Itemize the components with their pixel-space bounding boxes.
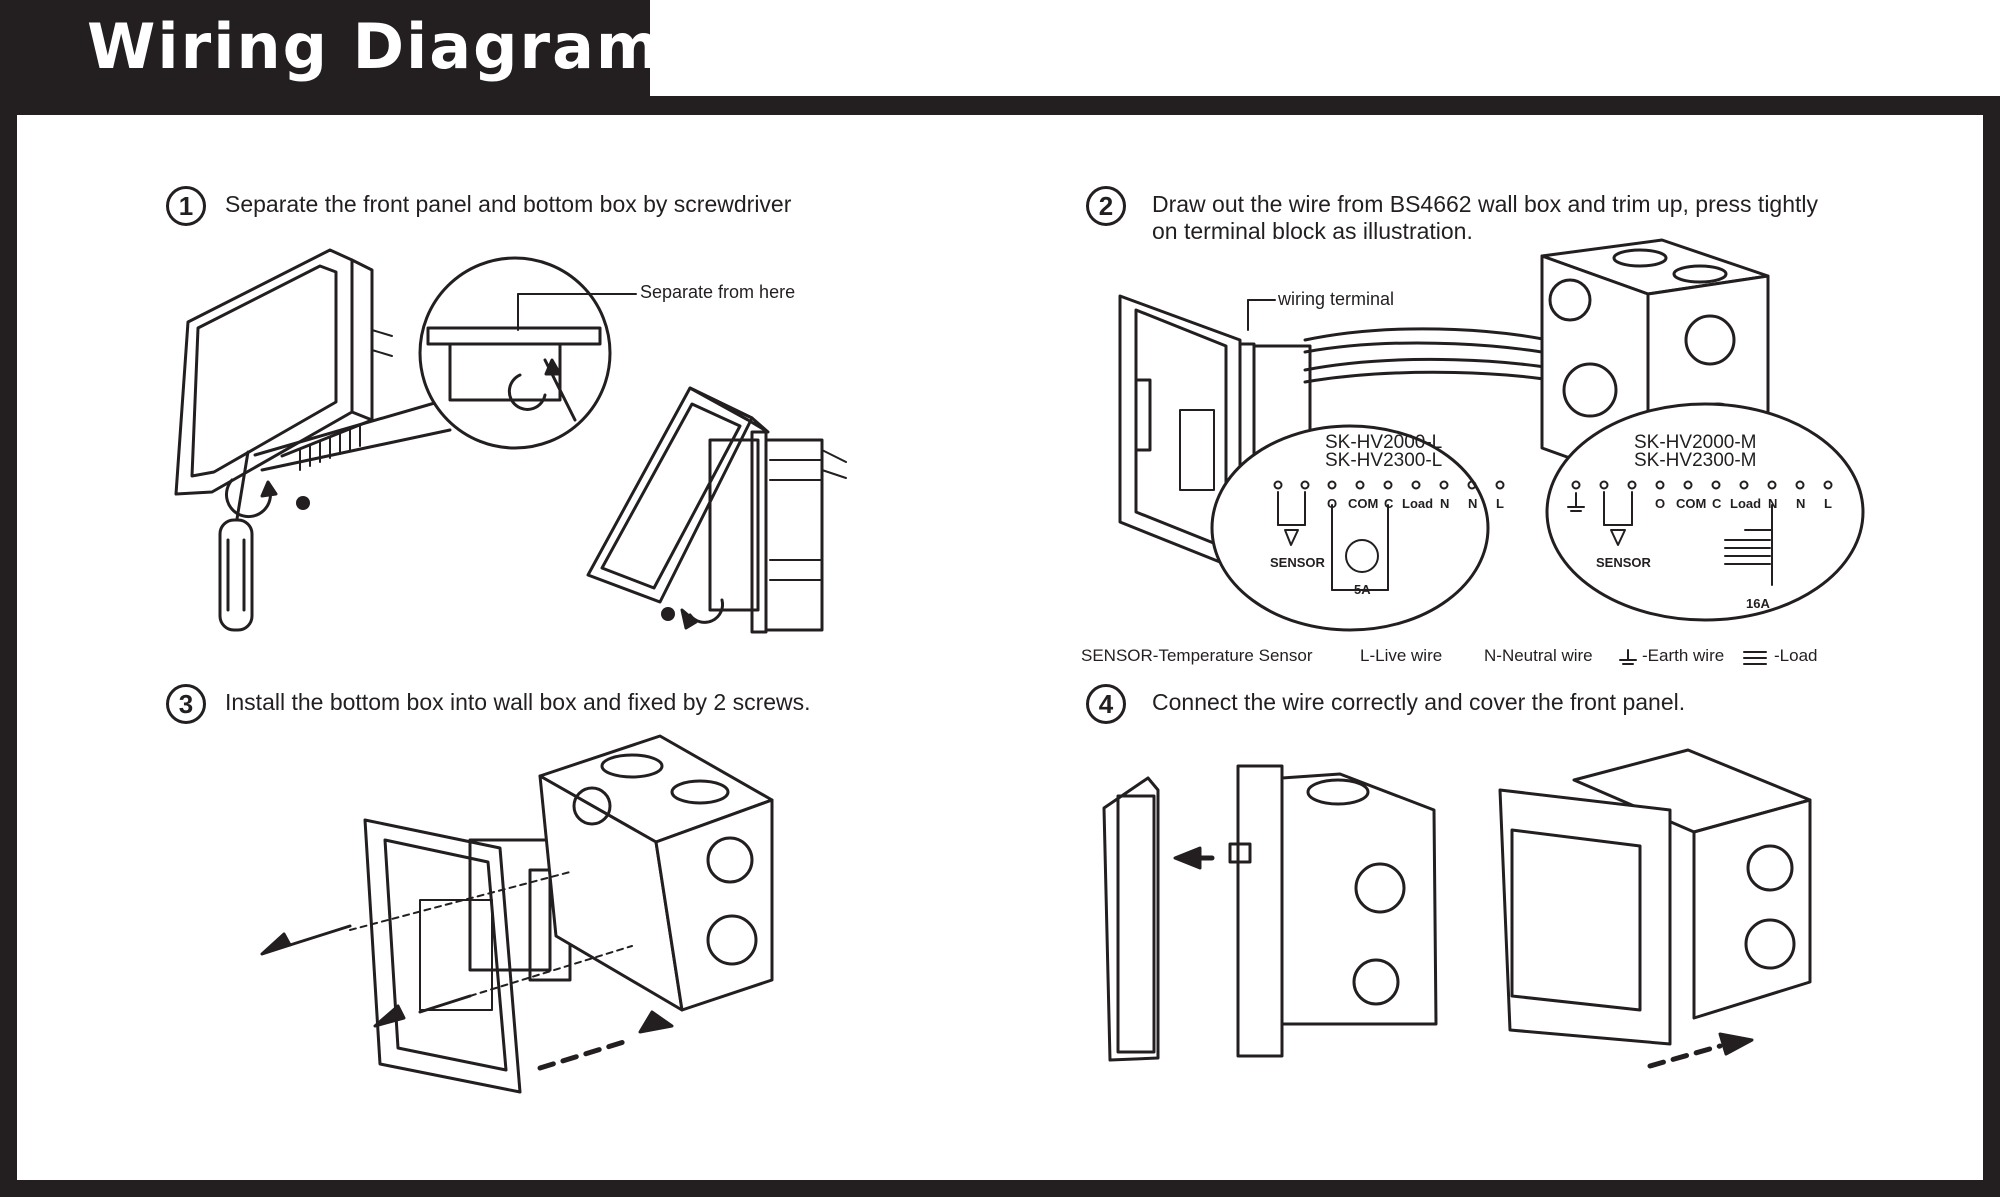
zoom-callout-1 [253,256,637,472]
left-term-l: L [1496,496,1504,511]
wiring-panel-left [1210,424,1505,632]
left-term-load: Load [1402,496,1434,511]
left-model-1: SK-HV2000-L [1325,432,1443,453]
left-term-com: COM [1348,496,1379,511]
step4-box-side [1228,764,1438,1058]
legend-earth: -Earth wire [1642,646,1725,665]
callout-separate-label: Separate from here [640,282,796,302]
right-term-c: C [1712,496,1722,511]
right-sensor-label: SENSOR [1596,555,1651,570]
step-4-number: 4 [1086,684,1126,724]
step2-wires [1247,299,1574,386]
wiring-panel-right [1545,402,1865,622]
right-rating: 16A [1746,596,1770,611]
step-4-text: Connect the wire correctly and cover the… [1152,689,1686,715]
step3-bottom-box [363,818,572,1094]
marker-2-dot [661,607,675,621]
left-rating: 5A [1354,582,1371,597]
right-term-com: COM [1676,496,1707,511]
step-1-text: Separate the front panel and bottom box … [225,191,792,217]
left-term-n2: N [1468,496,1478,511]
right-term-load: Load [1730,496,1762,511]
marker-1-dot [296,496,310,510]
left-sensor-label: SENSOR [1270,555,1325,570]
title-bar [0,0,650,96]
step-2-text-line2: on terminal block as illustration. [1152,218,1473,244]
step4-front-panel-side [1102,776,1215,1062]
screwdriver [218,450,278,632]
legend-sensor: SENSOR-Temperature Sensor [1081,646,1313,665]
left-term-o: O [1327,496,1338,511]
legend-load: -Load [1774,646,1818,665]
right-model-2: SK-HV2300-M [1634,450,1757,471]
step4-assembled [1498,748,1812,1069]
left-term-c: C [1384,496,1394,511]
legend-live: L-Live wire [1360,646,1443,665]
step3-screws [260,871,633,1028]
legend-icons [1619,649,1767,665]
right-term-l: L [1824,496,1832,511]
step-2-number: 2 [1086,186,1126,226]
page-title: Wiring Diagram [87,10,663,83]
step1-thermostat-open [586,386,847,634]
step3-push-arrow [537,1010,674,1071]
left-model-2: SK-HV2300-L [1325,450,1443,471]
step-3-text: Install the bottom box into wall box and… [225,689,811,715]
step-2-text-line1: Draw out the wire from BS4662 wall box a… [1152,191,1819,217]
legend-neutral: N-Neutral wire [1484,646,1593,665]
right-model-1: SK-HV2000-M [1634,432,1757,453]
step-1-number: 1 [166,186,206,226]
step-3-number: 3 [166,684,206,724]
right-term-n1: N [1768,496,1778,511]
step3-wall-box [538,734,774,1012]
step1-thermostat-front [174,248,393,496]
callout-wiring-terminal: wiring terminal [1278,289,1395,309]
right-term-o: O [1655,496,1666,511]
right-term-n2: N [1796,496,1806,511]
left-term-n1: N [1440,496,1450,511]
